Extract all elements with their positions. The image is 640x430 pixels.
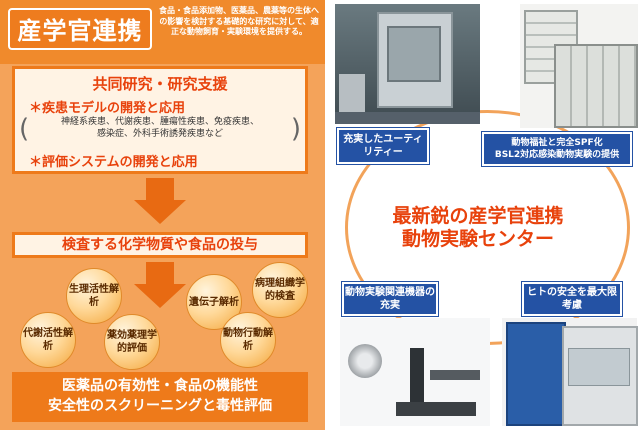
disease-model-item: ＊疾患モデルの開発と応用 (29, 101, 186, 116)
label-human-safety: ヒトの安全を最大限考慮 (522, 282, 622, 316)
microscope-column (410, 348, 424, 416)
research-heading: 共同研究・研究支援 (92, 75, 228, 93)
arrow-1-head (134, 200, 186, 224)
result-line-2: 安全性のスクリーニングと毒性評価 (48, 398, 272, 414)
cabinet-blue (506, 322, 566, 426)
circle-behavior-analysis: 動物行動解析 (220, 312, 276, 368)
lens-shape (348, 344, 382, 378)
result-box: 医薬品の有効性・食品の機能性 安全性のスクリーニングと毒性評価 (12, 372, 308, 422)
photo-animal-racks (520, 4, 638, 128)
label-utility: 充実したユーティリティー (337, 128, 429, 164)
machine-shape (339, 74, 365, 118)
photo-microscope (340, 318, 490, 426)
microscope-stage (430, 370, 480, 380)
center-title-line-1: 最新鋭の産学官連携 (392, 205, 564, 227)
label-welfare-line-2: BSL2対応感染動物実験の提供 (494, 150, 620, 160)
right-paren: ) (290, 114, 301, 144)
autoclave-door (387, 26, 441, 82)
arrow-2-stem (146, 262, 174, 284)
administration-box: 検査する化学物質や食品の投与 (12, 232, 308, 258)
disease-list: 神経系疾患、代謝疾患、腫瘍性疾患、免疫疾患、 感染症、外科手術誘発疾患など (23, 116, 297, 140)
page-title: 産学官連携 (8, 8, 152, 50)
photo-utility-room (335, 4, 480, 124)
circle-metabolic-activity: 代謝活性解析 (20, 312, 76, 368)
evaluation-system-item: ＊評価システムの開発と応用 (29, 155, 198, 170)
left-panel: 産学官連携 食品・食品添加物、医薬品、農薬等の生体への影響を検討する基礎的な研究… (0, 0, 325, 430)
disease-list-line-1: 神経系疾患、代謝疾患、腫瘍性疾患、免疫疾患、 (60, 117, 259, 127)
cabinet-window (568, 348, 630, 386)
label-animal-welfare: 動物福祉と完全SPF化 BSL2対応感染動物実験の提供 (482, 132, 632, 166)
circle-physiological-activity: 生理活性解析 (66, 268, 122, 324)
label-welfare-line-1: 動物福祉と完全SPF化 (511, 138, 603, 148)
arrow-1-stem (146, 178, 174, 200)
floor-shape (335, 112, 480, 124)
arrow-2-head (134, 284, 186, 308)
center-title-line-2: 動物実験センター (401, 228, 554, 250)
research-support-box: 共同研究・研究支援 ＊疾患モデルの開発と応用 ( 神経系疾患、代謝疾患、腫瘍性疾… (12, 66, 308, 174)
center-title: 最新鋭の産学官連携 動物実験センター (378, 205, 578, 251)
label-equipment: 動物実験関連機器の充実 (342, 282, 438, 316)
header-description: 食品・食品添加物、医薬品、農薬等の生体への影響を検討する基礎的な研究に対して、適… (159, 6, 319, 36)
left-paren: ( (19, 114, 30, 144)
disease-list-line-2: 感染症、外科手術誘発疾患など (96, 129, 223, 139)
circle-pharmacology: 薬効薬理学的評価 (104, 314, 160, 370)
microscope-base (396, 402, 476, 416)
photo-safety-cabinet (502, 318, 638, 426)
circle-pathology: 病理組織学的検査 (252, 262, 308, 318)
rack-2 (554, 44, 638, 128)
result-line-1: 医薬品の有効性・食品の機能性 (62, 378, 258, 394)
